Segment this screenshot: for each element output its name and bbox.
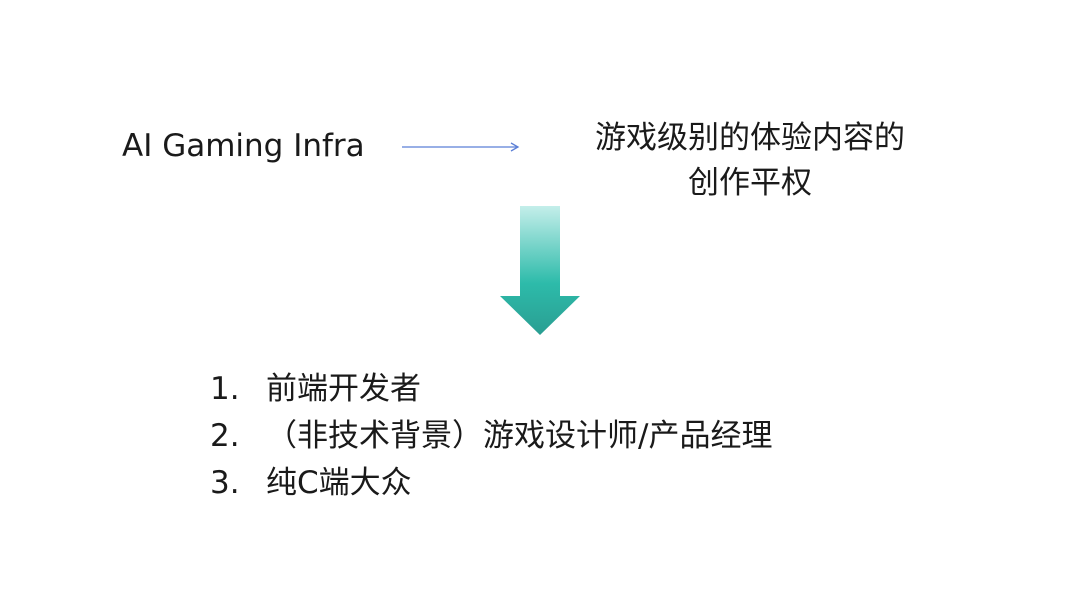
target-audience-list: 1. 前端开发者 2. （非技术背景）游戏设计师/产品经理 3. 纯C端大众 [210,366,772,507]
right-label-line2: 创作平权 [688,165,812,201]
list-item: 1. 前端开发者 [210,366,772,413]
list-text: 前端开发者 [266,371,421,407]
list-item: 3. 纯C端大众 [210,460,772,507]
list-number: 3. [210,465,240,501]
list-number: 2. [210,418,240,454]
list-text: 纯C端大众 [266,465,412,501]
ai-gaming-infra-label: AI Gaming Infra [122,128,365,164]
creation-equality-label: 游戏级别的体验内容的 创作平权 [560,116,940,206]
list-item: 2. （非技术背景）游戏设计师/产品经理 [210,413,772,460]
list-number: 1. [210,371,240,407]
list-text: （非技术背景）游戏设计师/产品经理 [266,418,773,454]
right-arrow-icon [402,142,520,152]
right-label-line1: 游戏级别的体验内容的 [595,120,905,156]
down-arrow-icon [500,206,580,335]
